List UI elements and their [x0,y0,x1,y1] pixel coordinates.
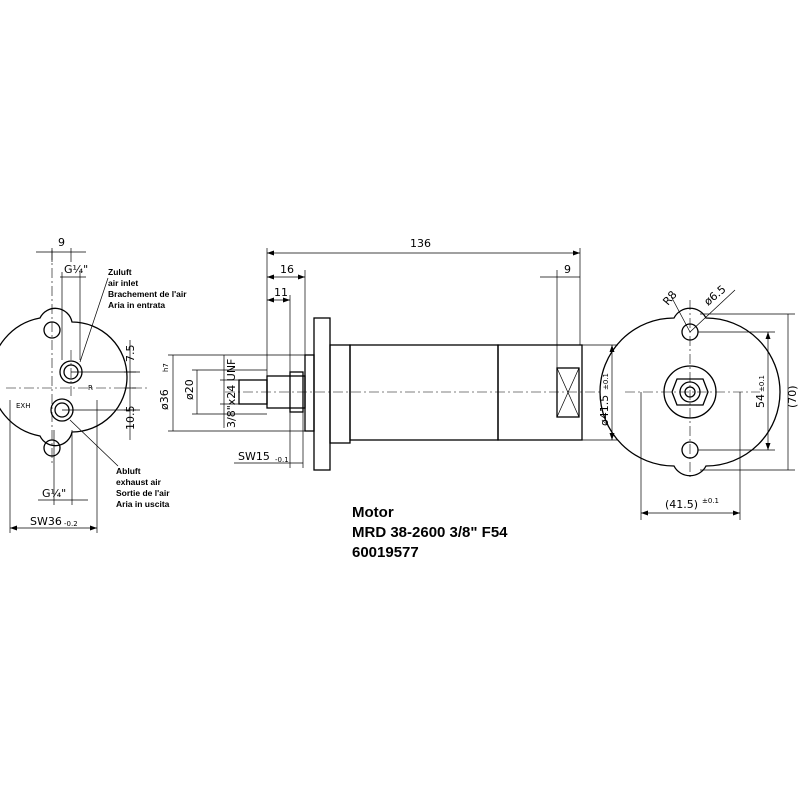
hole-dia-label: ø6.5 [702,283,729,309]
exhaust-leader [69,419,119,467]
dim-11: 11 [274,286,288,299]
dim-54-tol: ±0.1 [758,375,766,392]
dim-41-5-paren: (41.5) [665,498,698,511]
sw15-tol: -0.1 [275,456,289,464]
exh-label: EXH [16,402,30,410]
dim-136: 136 [410,237,431,250]
dim136-arrow-b [573,250,580,256]
dim16-arrow-b [298,274,305,280]
title-motor: Motor [352,504,394,521]
d65-leader [689,289,736,333]
inlet-note-1: Zuluft [108,267,132,277]
dim11-arrow-a [267,297,274,303]
right-hex-nut [671,378,709,406]
dim-70: (70) [786,385,799,408]
left-flange-outline [0,307,128,447]
sw36-tol: -0.2 [64,520,78,528]
dia-41-5-tol: ±0.1 [602,373,610,390]
port-top-label: G¼" [64,263,88,276]
inlet-note-3: Brachement de l'air [108,289,187,299]
dim-9-right: 9 [564,263,571,276]
dia-36-tol: h7 [162,363,170,372]
thread-label: 3/8"x24 UNF [225,359,238,428]
flange-hub [329,344,351,444]
title-model: MRD 38-2600 3/8" F54 [352,524,508,541]
port-cross-b [556,367,580,418]
dim-9-left: 9 [58,236,65,249]
exhaust-note-4: Aria in uscita [116,499,170,509]
sw36-arrow-a [10,525,17,531]
dim-16: 16 [280,263,294,276]
sw15-label: SW15 [238,450,270,463]
dim415-arrow-a [641,510,648,516]
right-flange-outline [599,307,781,477]
dia-36: ø36 [158,389,171,410]
exhaust-note-3: Sortie de l'air [116,488,170,498]
pilot [304,354,315,432]
sw36-arrow-b [90,525,97,531]
r8-leader [671,297,691,333]
dim54-arrow-b [765,443,771,450]
dim-41-5-paren-tol: ±0.1 [702,497,719,505]
exhaust-note-1: Abluft [116,466,141,476]
mount-flange [313,317,331,471]
dim11-arrow-b [283,297,290,303]
title-part-number: 60019577 [352,544,419,561]
port-bottom-label: G¼" [42,487,66,500]
inlet-note-2: air inlet [108,278,138,288]
side-view: 136 16 11 9 ø36 h7 ø20 3/8"x24 UNF [158,237,618,471]
dim-10-5: 10.5 [124,406,137,431]
motor-body [349,344,499,441]
right-end-view: R8 ø6.5 54 ±0.1 (70) (41.5) ±0.1 [599,283,799,520]
dim136-arrow-a [267,250,274,256]
r8-label: R8 [660,288,679,308]
exhaust-note-2: exhaust air [116,477,162,487]
dim415-arrow-b [733,510,740,516]
left-end-view: R EXH 9 G¼" G¼" Zuluft air inlet Brachem… [0,236,187,533]
end-cap [497,344,583,441]
inlet-leader [79,277,109,363]
r-label: R [88,384,93,392]
dim-7-5: 7.5 [124,345,137,363]
dim54-arrow-a [765,332,771,339]
dia-20: ø20 [183,379,196,400]
dim16-arrow-a [267,274,274,280]
inlet-note-4: Aria in entrata [108,300,165,310]
port-block [556,367,580,418]
sw36-label: SW36 [30,515,62,528]
title-block: Motor MRD 38-2600 3/8" F54 60019577 [352,504,508,561]
dim-54: 54 [754,394,767,408]
